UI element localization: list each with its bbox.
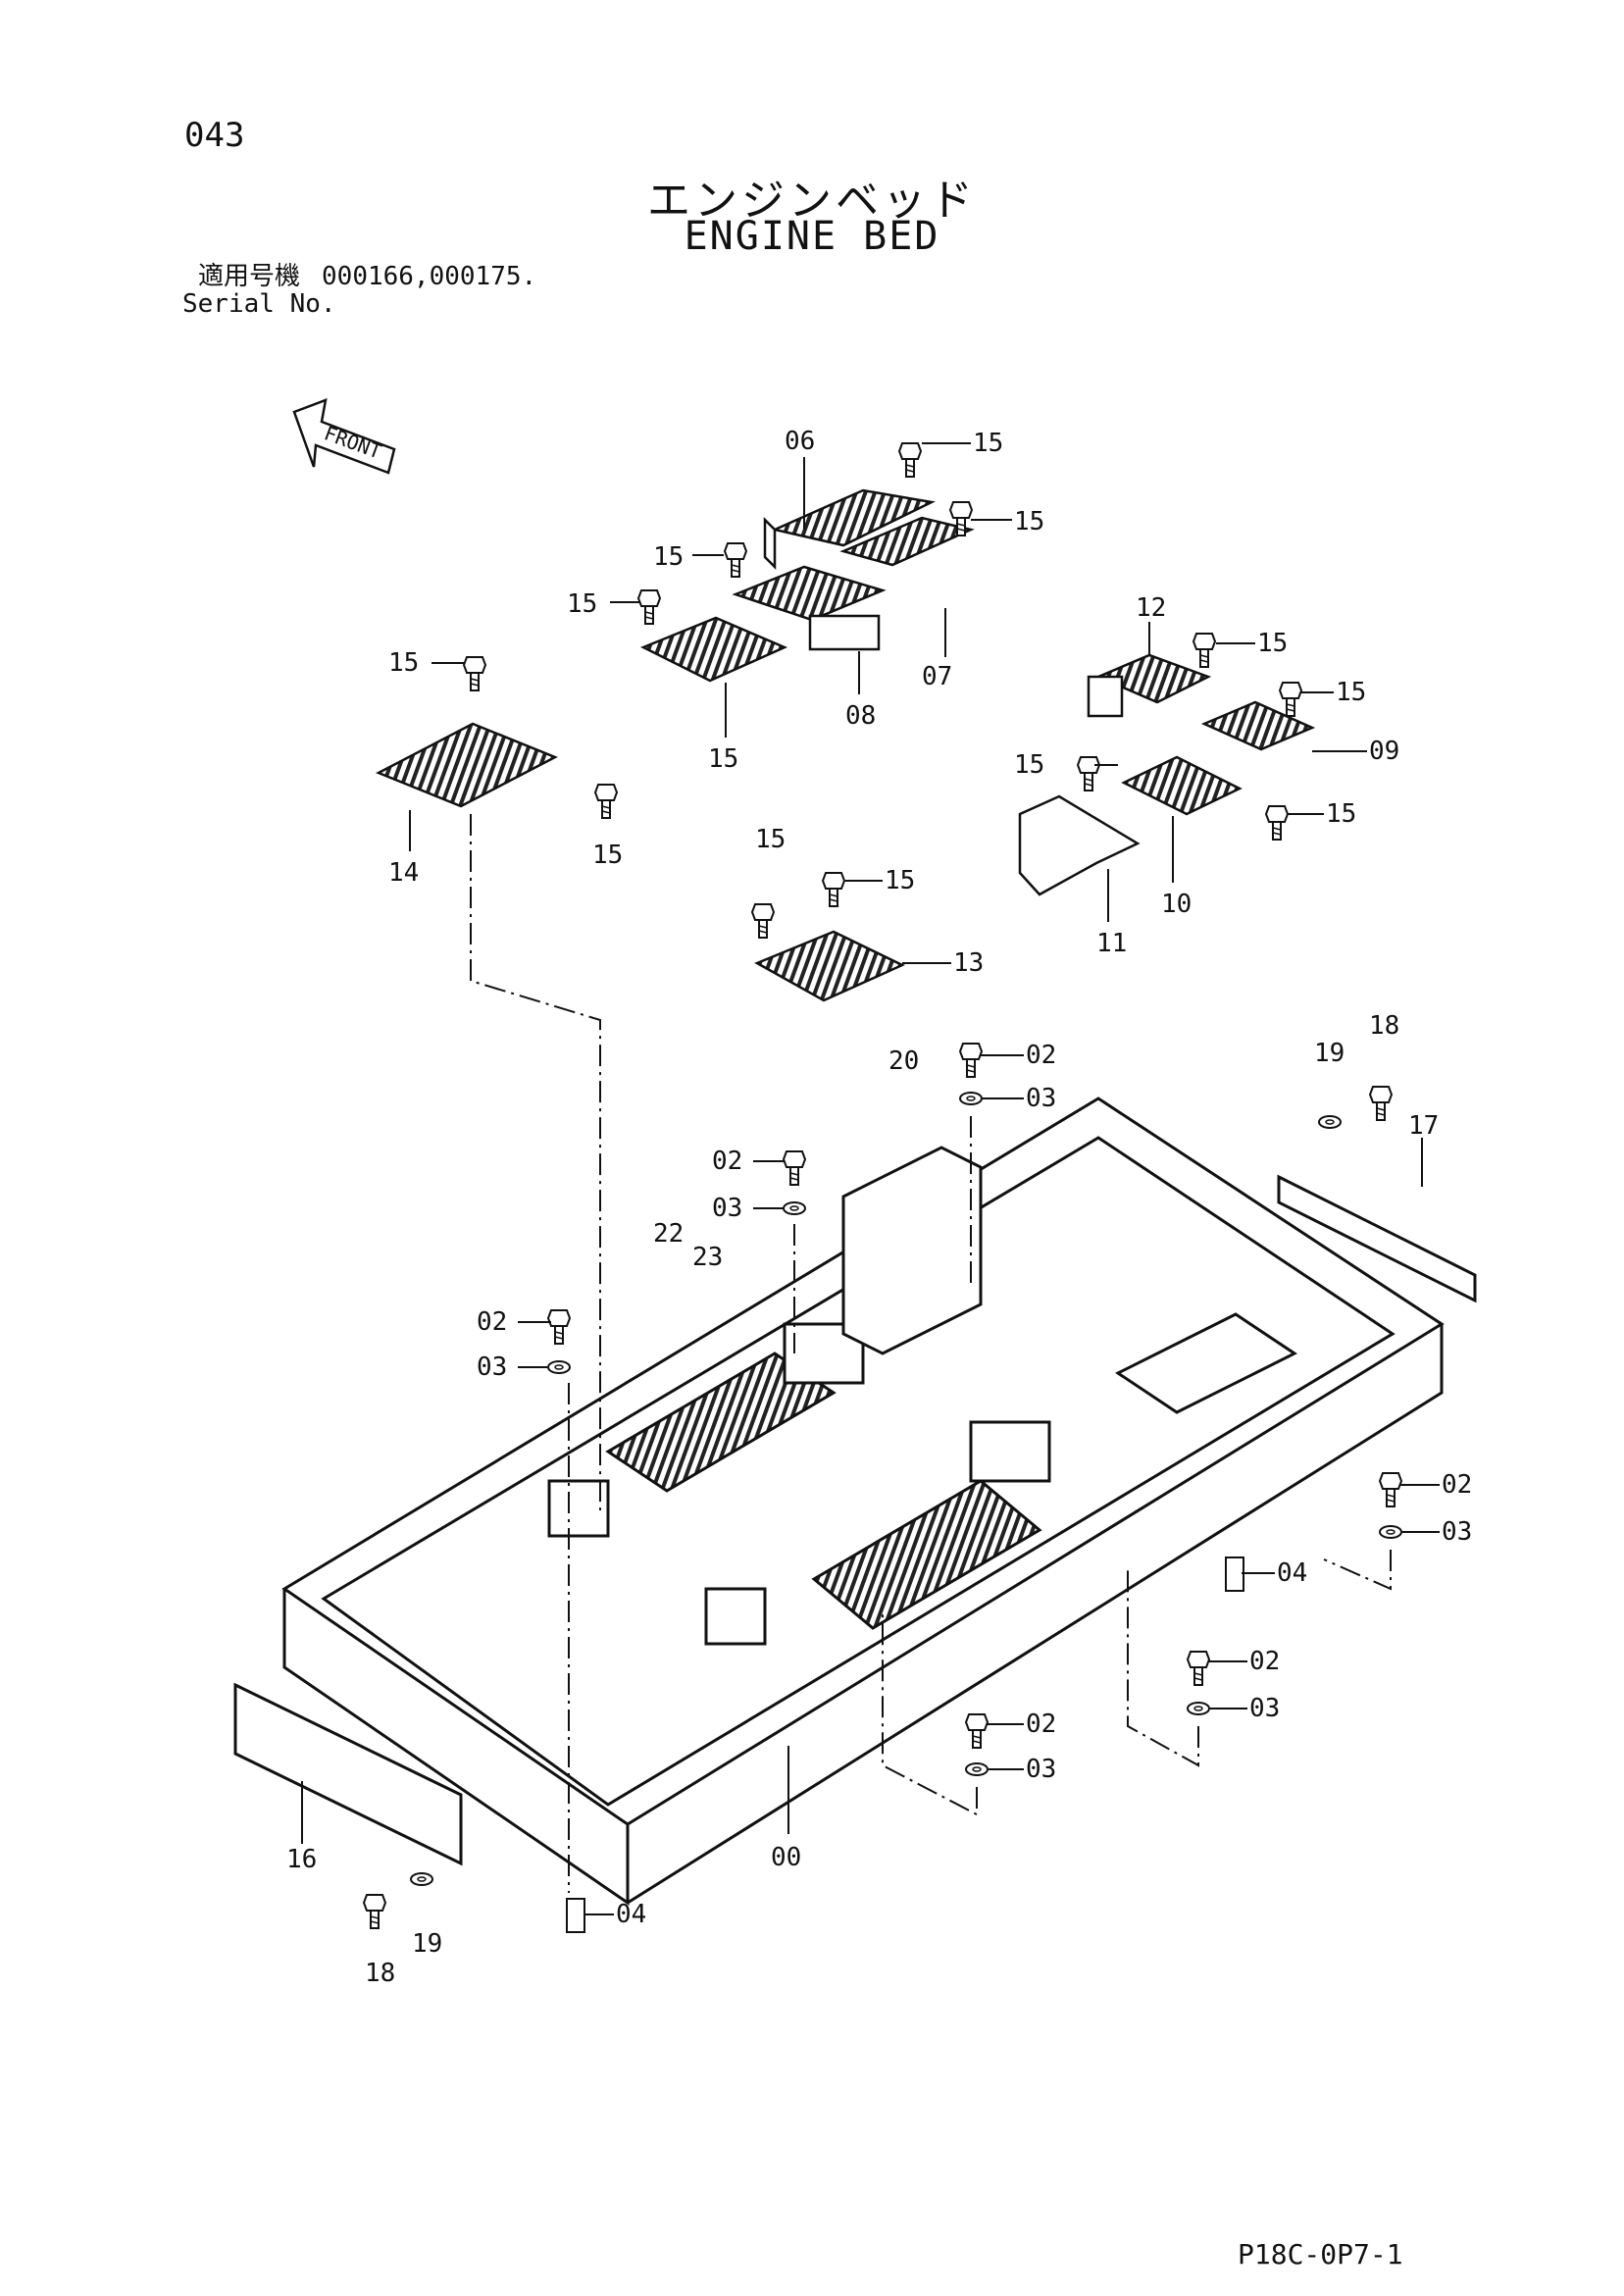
- callout-20: 20: [888, 1046, 919, 1076]
- callout-14: 14: [388, 858, 419, 888]
- callout-09: 09: [1369, 737, 1399, 766]
- callout-16: 16: [286, 1845, 317, 1874]
- callout-15: 15: [1336, 678, 1366, 707]
- callout-03: 03: [1249, 1694, 1280, 1723]
- callout-02: 02: [477, 1307, 507, 1337]
- callout-15: 15: [388, 648, 419, 678]
- callout-03: 03: [477, 1352, 507, 1382]
- callout-02: 02: [1249, 1647, 1280, 1676]
- callout-15: 15: [1014, 507, 1044, 536]
- callout-08: 08: [845, 701, 876, 731]
- callout-17: 17: [1408, 1111, 1439, 1141]
- callout-18: 18: [365, 1959, 395, 1988]
- callout-19: 19: [412, 1929, 442, 1959]
- callout-10: 10: [1161, 890, 1192, 919]
- callout-03: 03: [712, 1194, 742, 1223]
- callout-15: 15: [1014, 750, 1044, 780]
- document-code: P18C-0P7-1: [1238, 2238, 1403, 2270]
- callout-15: 15: [755, 825, 786, 854]
- callout-15: 15: [653, 542, 684, 572]
- callout-02: 02: [1442, 1470, 1472, 1500]
- callout-04: 04: [616, 1900, 646, 1929]
- cover-plates-upper: [376, 488, 1316, 1002]
- callout-07: 07: [922, 662, 952, 691]
- page-title: ENGINE BED: [684, 214, 940, 259]
- callout-11: 11: [1096, 929, 1127, 958]
- callout-02: 02: [712, 1147, 742, 1176]
- callout-02: 02: [1026, 1709, 1056, 1739]
- callout-23: 23: [692, 1243, 723, 1272]
- callout-03: 03: [1442, 1517, 1472, 1547]
- engine-bed-frame: [281, 1097, 1445, 1906]
- serial-numbers: 000166,000175.: [322, 262, 537, 291]
- callout-02: 02: [1026, 1041, 1056, 1070]
- callout-15: 15: [885, 866, 915, 895]
- page-number: 043: [184, 116, 245, 155]
- callout-06: 06: [785, 427, 815, 456]
- serial-label: Serial No.: [182, 289, 336, 319]
- callout-13: 13: [953, 948, 984, 978]
- callout-19: 19: [1314, 1039, 1345, 1068]
- callout-18: 18: [1369, 1011, 1399, 1041]
- callout-03: 03: [1026, 1755, 1056, 1784]
- callout-15: 15: [1326, 799, 1356, 829]
- serial-label-japanese: 適用号機: [198, 262, 301, 291]
- callout-04: 04: [1277, 1558, 1307, 1588]
- callout-labels: 06 15 15 15 15 07 08 15 12 15 15 09 15 1…: [286, 427, 1472, 1988]
- front-direction-arrow: FRONT: [292, 398, 396, 475]
- page-title-japanese: エンジンベッド: [647, 176, 977, 226]
- callout-12: 12: [1136, 593, 1166, 623]
- leader-lines: [301, 442, 1440, 1915]
- assembly-lines: [470, 814, 1392, 1893]
- serial-block: 適用号機 000166,000175. Serial No.: [182, 263, 536, 318]
- callout-15: 15: [708, 744, 738, 774]
- callout-00: 00: [771, 1843, 801, 1872]
- side-plates: [233, 1174, 1477, 1866]
- callout-15: 15: [973, 429, 1003, 458]
- callout-03: 03: [1026, 1084, 1056, 1113]
- fasteners: [363, 442, 1402, 1933]
- callout-15: 15: [592, 841, 623, 870]
- callout-15: 15: [567, 589, 597, 619]
- callout-22: 22: [653, 1219, 684, 1249]
- callout-15: 15: [1257, 629, 1288, 658]
